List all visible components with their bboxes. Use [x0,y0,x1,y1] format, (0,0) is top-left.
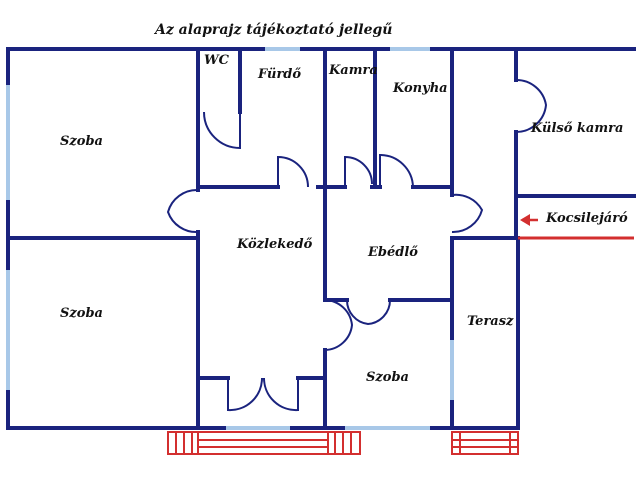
room-label-furdo: Fürdő [257,67,301,82]
room-label-kozlekedo: Közlekedő [236,237,313,252]
room-label-kamra: Kamra [328,63,378,78]
room-label-wc: WC [204,53,230,68]
plan-title: Az alaprajz tájékoztató jellegű [153,22,392,38]
room-label-szoba-bottom: Szoba [366,370,409,385]
room-label-szoba-left: Szoba [60,306,103,321]
room-label-konyha: Konyha [392,81,448,96]
driveway-arrow-icon [520,214,538,226]
windows [6,47,454,430]
doors [166,78,548,412]
stairs [167,236,634,455]
room-label-ebedlo: Ebédlő [367,245,418,260]
room-label-kocsilejaro: Kocsilejáró [545,211,628,226]
room-labels: WC Fürdő Kamra Konyha Külső kamra Szoba … [60,53,628,385]
room-label-kulso-kamra: Külső kamra [530,121,623,136]
room-label-terasz: Terasz [467,314,514,329]
room-label-szoba-top: Szoba [60,134,103,149]
walls [6,47,636,430]
